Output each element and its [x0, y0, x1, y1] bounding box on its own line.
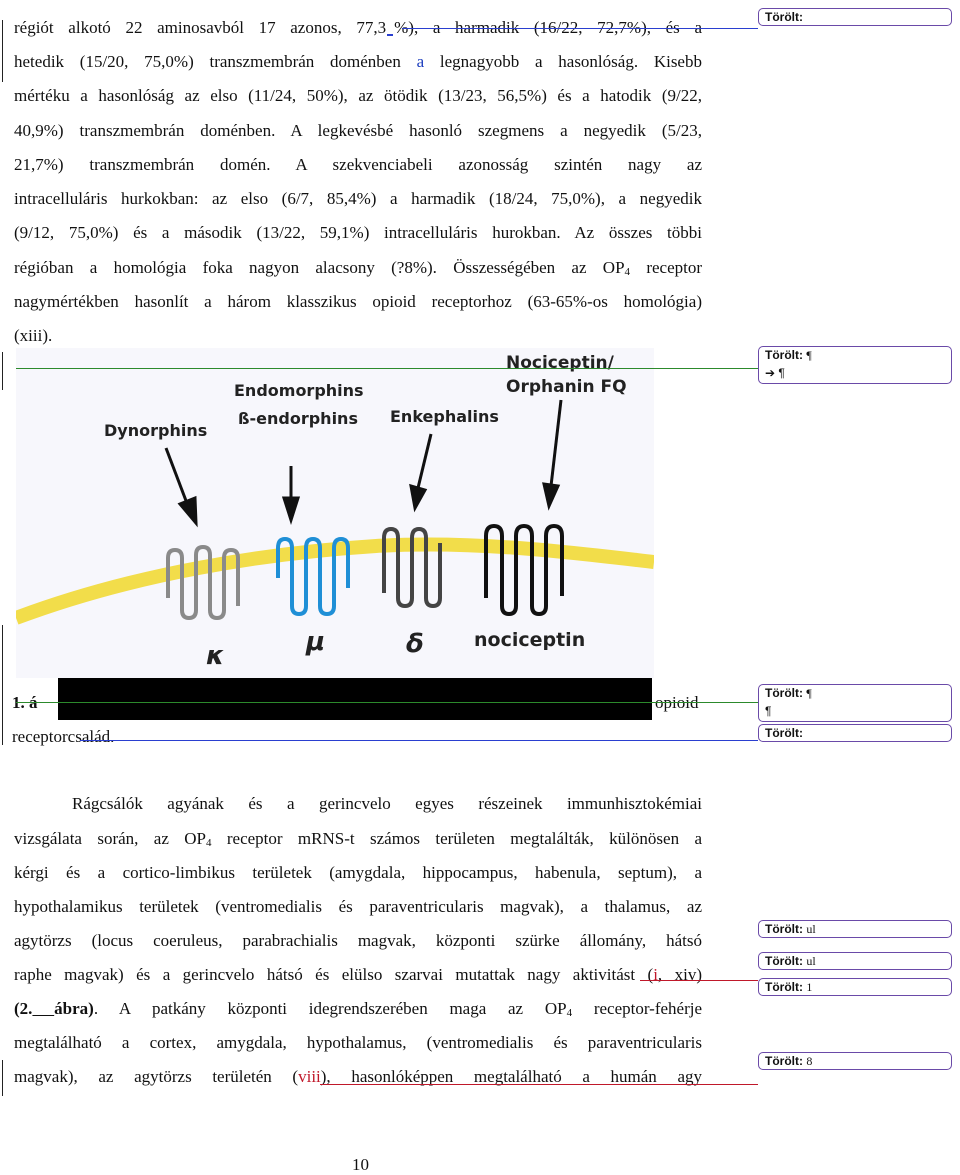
- receptor-delta: [382, 526, 442, 609]
- deleted-text: i: [653, 965, 658, 984]
- text-line: intracelluláris hurkokban: az elso (6/7,…: [14, 189, 702, 208]
- text-line: magvak), az agytörzs területén (viii), h…: [14, 1067, 702, 1086]
- text-line: mértéku a hasonlóság az elso (11/24, 50%…: [14, 86, 702, 105]
- label-endomorphins: Endomorphins: [234, 381, 364, 400]
- label-dynorphins: Dynorphins: [104, 421, 207, 440]
- comment-balloon[interactable]: Törölt: ul: [758, 920, 952, 938]
- caption-line2: receptorcsalád.: [12, 727, 115, 746]
- text-line: vizsgálata során, az OP4 receptor mRNS-t…: [14, 829, 702, 849]
- text-line: raphe magvak) és a gerincvelo hátsó és e…: [14, 965, 702, 984]
- text-line: (xiii).: [14, 326, 53, 345]
- label-delta: δ: [406, 629, 424, 659]
- cell-membrane: [16, 537, 654, 625]
- text-line: (2. ábra). A patkány központi idegrendsz…: [14, 999, 703, 1019]
- text-line: 40,9%) transzmembrán doménben. A legkevé…: [14, 121, 702, 140]
- text-line: kérgi és a cortico-limbikus területek (a…: [14, 863, 702, 882]
- comment-balloon[interactable]: Törölt: ¶ ➔ ¶: [758, 346, 952, 384]
- arrow-dynorphins: [164, 447, 198, 528]
- inserted-text: a: [416, 52, 425, 71]
- caption-tail: opioid: [655, 693, 699, 712]
- comment-balloon[interactable]: Törölt: ¶ ¶: [758, 684, 952, 722]
- comment-connector: [320, 1084, 758, 1085]
- text-line: nagymértékben hasonlít a három klassziku…: [14, 292, 702, 311]
- text-line: hypothalamikus területek (ventromedialis…: [14, 897, 702, 916]
- text-line: (9/12, 75,0%) és a második (13/22, 59,1%…: [14, 223, 702, 242]
- arrow-nociceptin: [542, 399, 563, 511]
- change-bar: [2, 1060, 3, 1096]
- comment-connector: [16, 368, 758, 369]
- receptor-nociceptin: [484, 523, 564, 617]
- arrow-enkephalins: [409, 433, 433, 513]
- comment-connector: [80, 740, 758, 741]
- label-nociceptin-receptor: nociceptin: [474, 629, 585, 651]
- label-nociceptin: Nociceptin/: [506, 353, 615, 373]
- change-bar: [2, 20, 3, 82]
- comment-connector: [16, 702, 758, 703]
- label-endorphins: ß-endorphins: [238, 409, 358, 428]
- comment-balloon[interactable]: Törölt: ul: [758, 952, 952, 970]
- receptor-kappa: [166, 544, 240, 621]
- caption-number: 1. á: [12, 693, 38, 713]
- text-line: agytörzs (locus coeruleus, parabrachiali…: [14, 931, 702, 950]
- text-line: régióban a homológia foka nagyon alacson…: [14, 258, 703, 278]
- label-kappa: κ: [206, 641, 224, 671]
- comment-balloon[interactable]: Törölt: 8: [758, 1052, 952, 1070]
- comment-balloon[interactable]: Törölt:: [758, 724, 952, 742]
- opioid-receptor-figure: Nociceptin/ Orphanin FQ Endomorphins ß-e…: [16, 348, 654, 678]
- comment-connector: [640, 980, 758, 981]
- text-line: megtalálható a cortex, amygdala, hypotha…: [14, 1033, 702, 1052]
- label-enkephalins: Enkephalins: [390, 407, 499, 426]
- arrow-endomorphins: [281, 466, 301, 525]
- caption-redaction-bar: [58, 678, 652, 720]
- comment-balloon[interactable]: Törölt: 1: [758, 978, 952, 996]
- receptor-mu: [276, 536, 350, 617]
- figure-drawing: Nociceptin/ Orphanin FQ Endomorphins ß-e…: [16, 353, 654, 671]
- text-line: 21,7%) transzmembrán domén. A szekvencia…: [14, 155, 702, 174]
- label-mu: μ: [305, 627, 325, 657]
- text-line: régiót alkotó 22 aminosavból 17 azonos, …: [14, 18, 702, 37]
- insert-caret: [387, 29, 394, 36]
- deleted-text: viii: [298, 1067, 321, 1086]
- text-line: hetedik (15/20, 75,0%) transzmembrán dom…: [14, 52, 702, 71]
- label-orphanin: Orphanin FQ: [506, 377, 627, 397]
- change-bar: [2, 352, 3, 390]
- comment-balloon[interactable]: Törölt:: [758, 8, 952, 26]
- comment-connector: [402, 28, 758, 29]
- page-number: 10: [352, 1155, 369, 1174]
- text-line: Rágcsálók agyának és a gerincvelo egyes …: [72, 794, 702, 813]
- change-bar: [2, 625, 3, 745]
